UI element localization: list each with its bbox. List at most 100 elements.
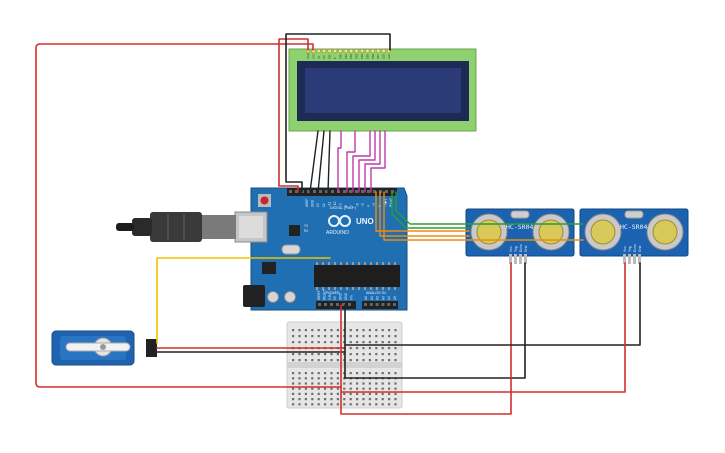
breadboard-hole <box>317 372 320 375</box>
header-pin <box>391 190 394 193</box>
pin-label-pin0: RX◀0 <box>389 198 393 207</box>
wire-magenta-d6[interactable] <box>364 130 381 193</box>
wires <box>35 33 641 415</box>
servo-connector <box>146 339 157 357</box>
wire-black-lcd-1[interactable] <box>309 130 319 193</box>
wire-red-s1-vcc[interactable] <box>340 262 512 415</box>
sensor-1-label: HC-SR04 <box>506 223 533 231</box>
pin-label-pwr_gnd2: GND <box>344 292 348 300</box>
wire-magenta-rs[interactable] <box>337 130 342 193</box>
chip-leg <box>376 262 378 265</box>
breadboard-hole <box>298 353 301 356</box>
crystal <box>624 210 644 219</box>
breadboard-hole <box>362 359 365 362</box>
breadboard-hole <box>304 403 307 406</box>
wire-orange-3[interactable] <box>383 191 584 241</box>
wire-black-s2-gnd[interactable] <box>344 262 641 346</box>
wire-green-1[interactable] <box>391 191 470 229</box>
breadboard-hole <box>394 329 397 332</box>
wire-black-s1-gnd[interactable] <box>344 262 526 379</box>
chip-leg <box>388 287 390 290</box>
sensor-pin-label: Gnd <box>638 245 642 252</box>
breadboard-hole <box>388 403 391 406</box>
breadboard-hole <box>388 353 391 356</box>
breadboard-hole <box>311 387 314 390</box>
breadboard-hole <box>368 347 371 350</box>
wire-red-s2-vcc[interactable] <box>340 262 626 393</box>
servo-horn[interactable] <box>65 342 131 352</box>
breadboard-hole <box>324 392 327 395</box>
breadboard-hole <box>375 392 378 395</box>
lcd-pin-label: DB3 <box>355 53 359 59</box>
sensor-pin-label: Echo <box>519 244 523 252</box>
breadboard-hole <box>368 403 371 406</box>
pin-label-a4: A4 <box>387 296 391 300</box>
breadboard-hole <box>311 403 314 406</box>
breadboard-hole <box>304 392 307 395</box>
breadboard-hole <box>343 403 346 406</box>
header-pin <box>331 190 334 193</box>
breadboard-hole <box>298 403 301 406</box>
uno-logo-text: UNO <box>356 217 374 226</box>
wire-orange-1[interactable] <box>375 191 470 232</box>
chip-leg <box>346 287 348 290</box>
micro-servo[interactable] <box>51 330 157 366</box>
breadboard-hole <box>349 353 352 356</box>
wire-magenta-d5[interactable] <box>358 130 376 193</box>
breadboard-hole <box>343 398 346 401</box>
breadboard-hole <box>304 359 307 362</box>
breadboard-hole <box>362 403 365 406</box>
header-pin <box>307 190 310 193</box>
breadboard-hole <box>388 359 391 362</box>
breadboard-hole <box>304 387 307 390</box>
breadboard-hole <box>388 329 391 332</box>
wire-yellow-servo[interactable] <box>156 257 331 344</box>
sensor-pin-label: Trig <box>514 246 518 252</box>
wire-magenta-e[interactable] <box>346 130 356 193</box>
wire-green-2[interactable] <box>395 191 584 225</box>
usb-cable[interactable] <box>116 212 236 242</box>
breadboard-hole <box>381 353 384 356</box>
chip-leg <box>328 262 330 265</box>
sensor-pin-label: Trig <box>628 246 632 252</box>
arduino-brand-text: ARDUINO <box>326 230 349 236</box>
chip-leg <box>322 262 324 265</box>
breadboard-hole <box>394 335 397 338</box>
breadboard-hole <box>394 353 397 356</box>
lcd-pin-label: RW <box>328 54 332 59</box>
wire-black-lcd-2[interactable] <box>317 130 325 193</box>
breadboard-hole <box>330 403 333 406</box>
lcd-pin-label: LED <box>382 54 386 59</box>
chip-leg <box>394 287 396 290</box>
wire-black-lcd-top[interactable] <box>285 33 391 193</box>
lcd-pin-label: RS <box>322 55 326 59</box>
lcd-pin-holes <box>305 48 392 54</box>
header-pin <box>387 303 391 306</box>
breadboard-hole <box>304 398 307 401</box>
breadboard-hole <box>330 372 333 375</box>
breadboard-hole <box>336 353 339 356</box>
wire-red-lcd-vcc[interactable] <box>278 38 309 193</box>
breadboard-hole <box>394 398 397 401</box>
wire-magenta-d7[interactable] <box>370 130 386 193</box>
chip-leg <box>394 262 396 265</box>
capacitor <box>284 291 296 303</box>
arduino-uno-board[interactable]: UNO ARDUINO DIGITAL (PWM~) TX RX POWER A… <box>234 187 408 311</box>
analog-header <box>362 301 398 309</box>
wire-magenta-d4[interactable] <box>352 130 371 193</box>
breadboard-hole <box>304 377 307 380</box>
breadboard-hole <box>375 341 378 344</box>
breadboard-hole <box>368 387 371 390</box>
breadboard-hole <box>394 359 397 362</box>
header-pin <box>295 190 298 193</box>
breadboard-hole <box>324 377 327 380</box>
breadboard-hole <box>394 392 397 395</box>
wire-red-5v-loop[interactable] <box>35 43 342 388</box>
crystal <box>510 210 530 219</box>
wire-orange-2[interactable] <box>379 191 470 237</box>
wire-black-lcd-3[interactable] <box>327 130 331 193</box>
header-pin <box>289 190 292 193</box>
